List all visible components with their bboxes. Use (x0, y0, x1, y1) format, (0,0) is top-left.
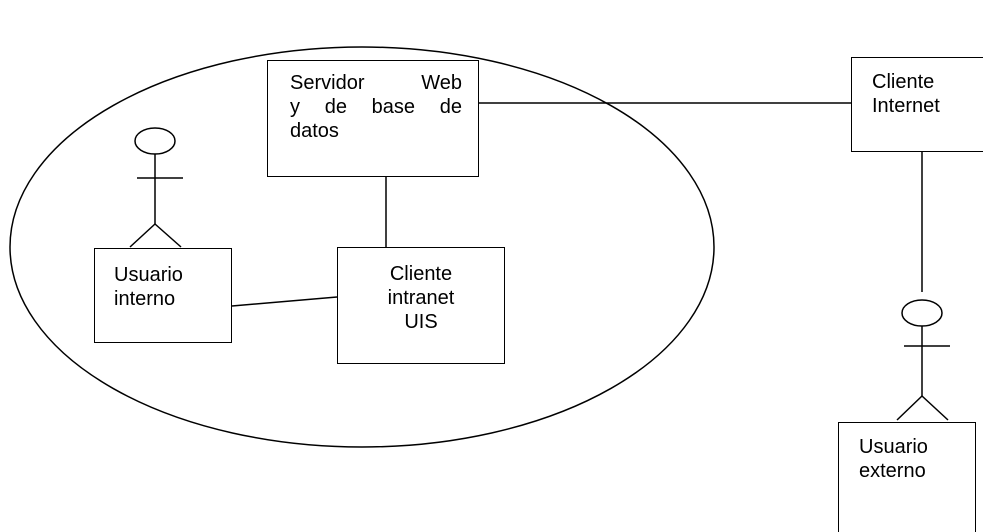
actor-left-leg (129, 223, 156, 248)
usuario-interno-node: Usuario interno (94, 248, 232, 343)
servidor-line-2: y de base de (290, 96, 462, 118)
cliente-internet-node: Cliente Internet (851, 57, 983, 152)
system-boundary (9, 46, 715, 448)
actor-head (901, 299, 943, 327)
cliente-internet-line-1: Cliente (872, 71, 935, 93)
cliente-internet-line-2: Internet (872, 95, 940, 117)
diagram-canvas (9, 46, 950, 448)
cliente-intranet-line-2: intranet (387, 287, 455, 309)
servidor-line-1: Servidor Web (290, 72, 462, 94)
servidor-web-node: Servidor Web y de base de datos (267, 60, 479, 177)
servidor-line-3: datos (290, 120, 339, 142)
servidor-web-label: Servidor Web y de base de datos (290, 71, 462, 143)
actor-head (134, 127, 176, 155)
usuario-externo-node: Usuario externo (838, 422, 976, 532)
usuario-interno-actor (129, 127, 183, 248)
usuario-externo-actor (896, 299, 950, 421)
usuario-externo-line-2: externo (859, 460, 926, 482)
cliente-internet-label: Cliente Internet (872, 70, 940, 118)
usuario-interno-line-1: Usuario (114, 264, 183, 286)
cliente-intranet-line-1: Cliente (389, 263, 453, 285)
usuario-externo-line-1: Usuario (859, 436, 928, 458)
actor-right-leg (921, 395, 949, 421)
cliente-intranet-node: Cliente intranet UIS (337, 247, 505, 364)
usuario-externo-label: Usuario externo (859, 435, 928, 483)
cliente-intranet-line-3: UIS (404, 311, 438, 333)
cliente-intranet-label: Cliente intranet UIS (338, 262, 504, 334)
usuario-interno-label: Usuario interno (114, 263, 183, 311)
usuario-interno-line-2: interno (114, 288, 176, 310)
actor-right-leg (154, 223, 182, 248)
link-usuario-interno-cliente-intranet (231, 296, 338, 307)
actor-left-leg (896, 395, 923, 421)
